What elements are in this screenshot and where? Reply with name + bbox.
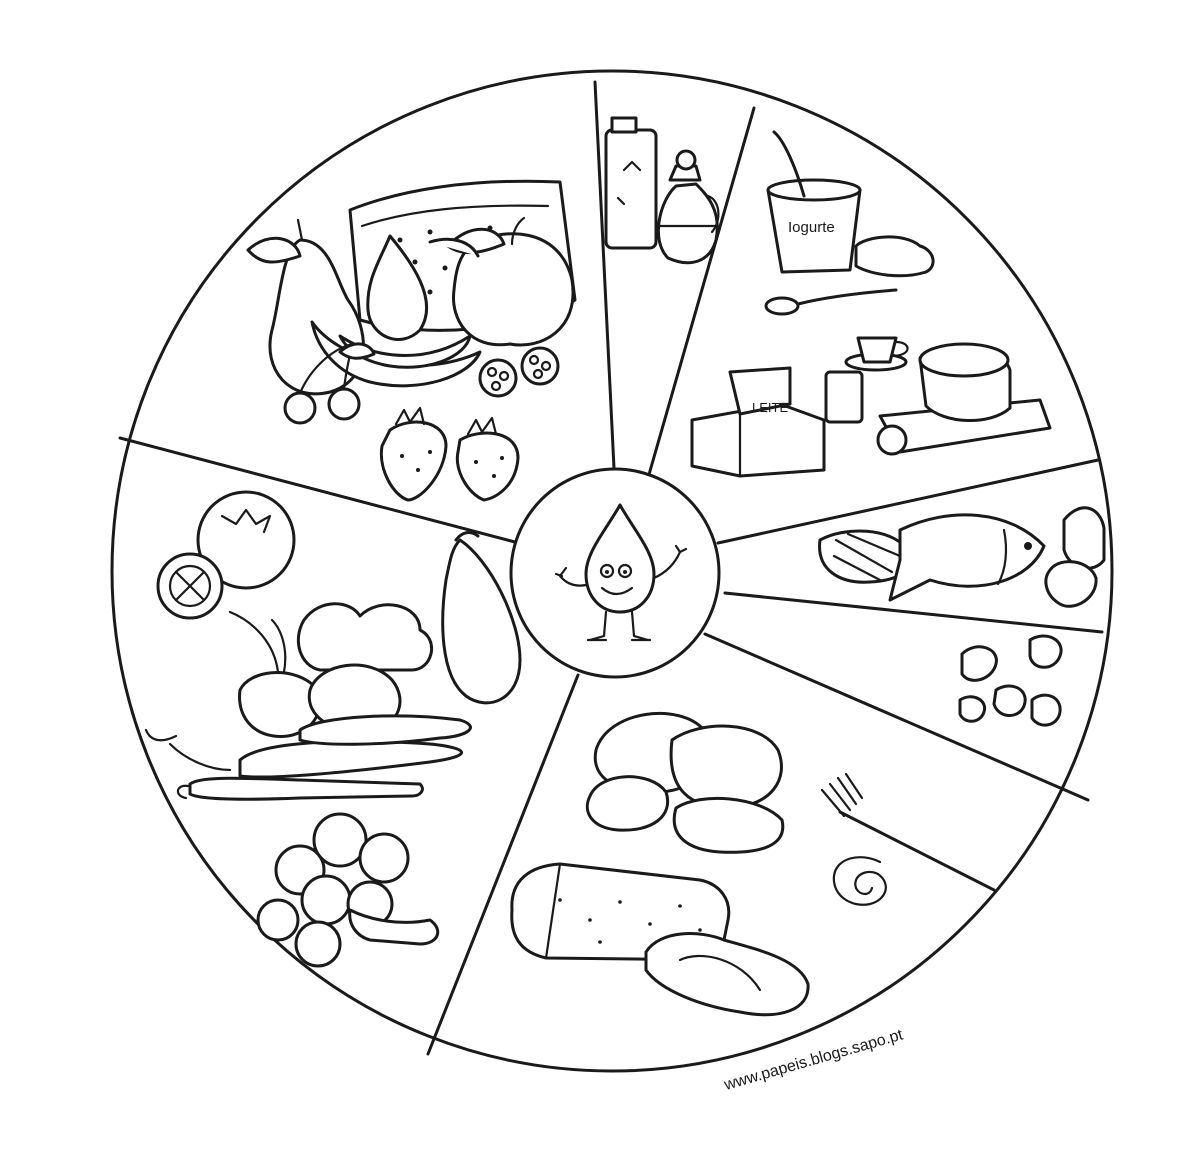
carrots-icon [144, 714, 472, 779]
fork-pasta-icon [820, 772, 996, 906]
divider-dairy-meat [716, 458, 1100, 545]
milk-carton-icon: LEITE [690, 366, 826, 478]
eggplant-icon [441, 531, 522, 705]
beans-icon [958, 634, 1063, 727]
milk-label: LEITE [752, 400, 788, 415]
bread-roll-icon [854, 235, 935, 278]
bread-loaf-icon [510, 862, 810, 1017]
apple-icon [428, 216, 575, 347]
cherries-icon [283, 342, 376, 425]
cauliflower-leaves-icon [296, 602, 433, 672]
onion-slice-icon [156, 552, 224, 620]
meat-fish-segment [818, 506, 1106, 608]
divider-oils-dairy [646, 106, 756, 480]
glass-icon [824, 370, 864, 424]
egg-icon [1044, 506, 1106, 608]
divider-meat-legumes [723, 591, 1104, 634]
tomato-icon [196, 490, 296, 590]
fish-icon [888, 513, 1046, 602]
yogurt-cup-icon: Iogurte [766, 130, 862, 274]
fig-icon [366, 234, 428, 341]
onion-icon [228, 610, 322, 738]
oil-bottle-icon [604, 116, 658, 250]
leek-icon [176, 776, 424, 801]
divider-legumes-cereals [703, 632, 1090, 802]
water-drop-character-icon [554, 503, 688, 642]
divider-cereals-vegetables [426, 673, 580, 1056]
outer-circle [110, 69, 1114, 1073]
divider-fruits-vegetables [118, 436, 532, 548]
divider-fruits-oils [593, 80, 616, 470]
cruet-icon [656, 149, 720, 265]
banana-icon [310, 320, 482, 388]
dairy-segment: Iogurte LEITE [690, 130, 1052, 478]
blackberry-icon [478, 346, 560, 398]
vegetables-segment [144, 490, 522, 968]
segment-dividers [118, 80, 1104, 1056]
watermark-text: www.papeis.blogs.sapo.pt [721, 1026, 905, 1094]
fruits-segment [246, 179, 577, 502]
oils-segment [604, 116, 720, 265]
legumes-segment [958, 634, 1063, 727]
strawberry-icon [379, 406, 520, 502]
spoon-icon [764, 288, 898, 316]
potatoes-icon [585, 711, 785, 854]
cheese-icon [876, 342, 1052, 456]
broccoli-icon [256, 812, 440, 968]
yogurt-label: Iogurte [788, 219, 835, 236]
cup-icon [844, 336, 909, 372]
cereals-segment [510, 711, 996, 1017]
